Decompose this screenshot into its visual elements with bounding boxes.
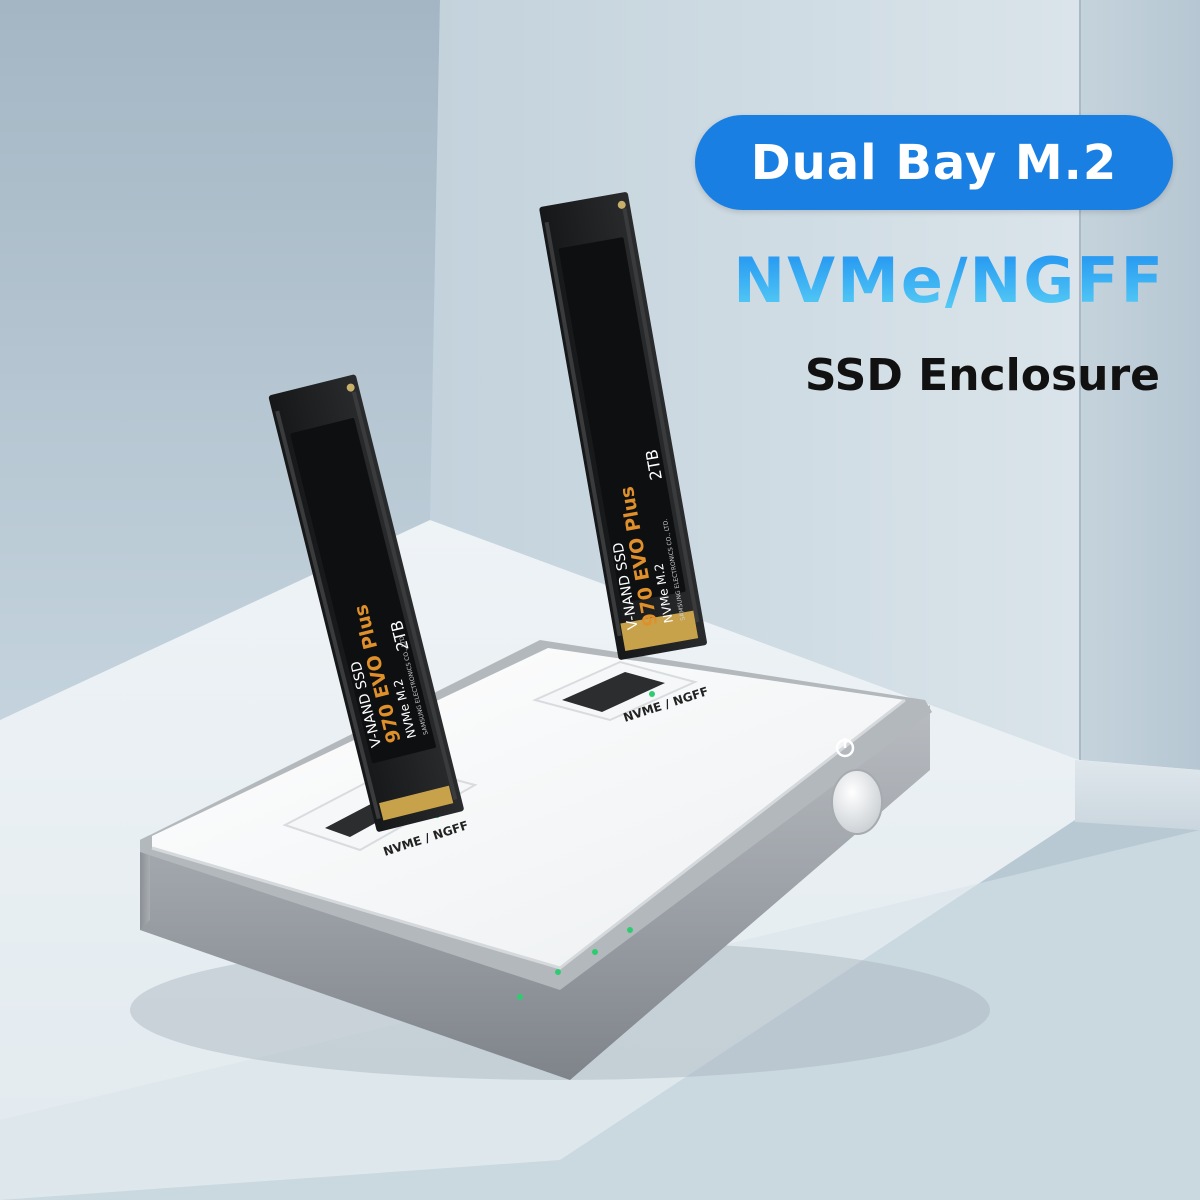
power-icon [835,738,855,758]
dual-bay-badge: Dual Bay M.2 [695,115,1173,210]
dual-bay-badge-text: Dual Bay M.2 [750,134,1118,191]
slot-right [532,660,698,722]
power-button[interactable] [831,769,883,835]
ssd-right: V-NAND SSD 970 EVO Plus NVMe M.2 2TB SAM… [539,192,707,660]
ssd-left: V-NAND SSD 970 EVO Plus NVMe M.2 2TB SAM… [268,374,464,832]
status-leds [517,927,633,1000]
product-subheadline: SSD Enclosure [804,350,1160,401]
protocol-headline: NVMe/NGFF [700,244,1165,317]
